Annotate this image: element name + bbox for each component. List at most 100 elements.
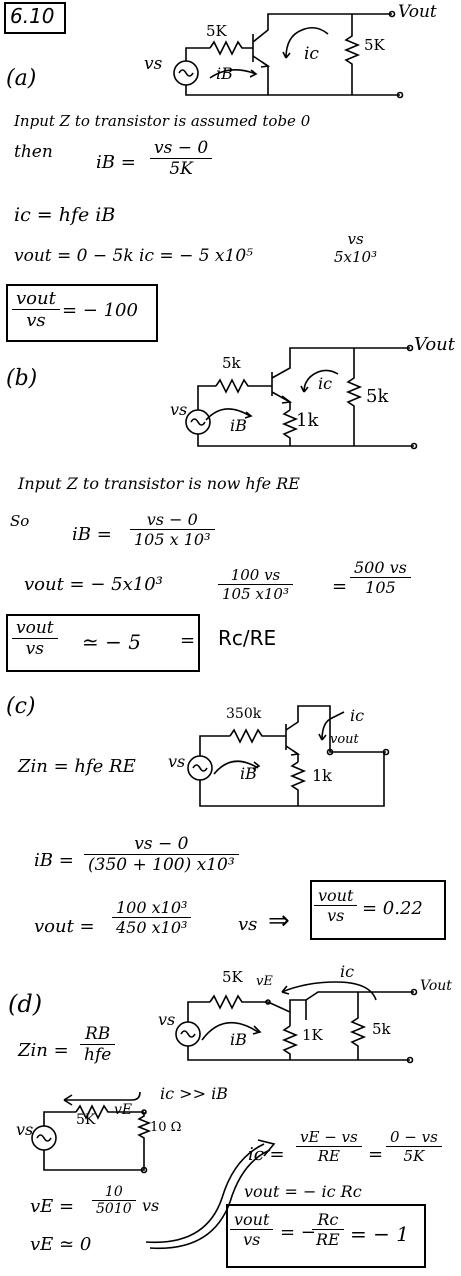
b-vout-fraction: 100 vs 105 x10³ xyxy=(218,566,293,603)
b-result-value: ≃ − 5 xyxy=(82,630,141,654)
part-a-label: (a) xyxy=(6,66,37,91)
d-zin-numerator: RB xyxy=(85,1024,111,1044)
d-small-ic-note: ic >> iB xyxy=(160,1084,228,1103)
d-small-vs-label: vs xyxy=(16,1120,34,1139)
b-result-numerator: vout xyxy=(16,618,54,638)
b-vout-result-denominator: 105 xyxy=(350,577,411,597)
part-b-circuit xyxy=(185,344,418,450)
a-vout-fraction: vs 5x10³ xyxy=(330,230,381,266)
b-vout-equals: = xyxy=(332,576,348,597)
d-ve-approx: vE ≃ 0 xyxy=(30,1234,92,1255)
a-result-numerator: vout xyxy=(16,288,56,309)
a-vout-label: Vout xyxy=(398,2,437,22)
a-vout-equation: vout = 0 − 5k ic = − 5 x10⁵ xyxy=(14,246,253,266)
a-ib-lhs: iB = xyxy=(96,152,136,173)
b-rc-label: 5k xyxy=(366,386,389,407)
b-result-fraction: vout vs xyxy=(12,618,58,659)
c-vout-denominator: 450 x10³ xyxy=(112,917,192,937)
d-result-numerator: vout xyxy=(234,1210,270,1229)
a-ic-equation: ic = hfe iB xyxy=(14,204,116,226)
c-ib-lhs: iB = xyxy=(34,850,74,871)
part-d-label: (d) xyxy=(8,990,43,1018)
c-vout-vs: vs xyxy=(238,914,258,935)
c-rb-label: 350k xyxy=(226,706,262,722)
d-ve-label: vE xyxy=(256,974,273,989)
c-vout-lhs: vout = xyxy=(34,916,95,937)
a-vs-label: vs xyxy=(144,54,163,74)
d-zin-lhs: Zin = xyxy=(18,1040,69,1061)
d-small-r-label: 10 Ω xyxy=(150,1120,182,1135)
d-rb-label: 5K xyxy=(222,968,243,986)
a-result-box xyxy=(6,284,158,342)
c-implies-arrow: ⇒ xyxy=(268,906,290,936)
d-small-rb-label: 5K xyxy=(76,1112,96,1128)
d-ve-lhs: vE = xyxy=(30,1196,75,1217)
b-vout-result-numerator: 500 vs xyxy=(354,558,407,577)
d-ve-denominator: 5010 xyxy=(92,1200,136,1217)
a-result-denominator: vs xyxy=(12,309,60,331)
b-vs-label: vs xyxy=(170,400,188,419)
c-vout-label: vout xyxy=(330,732,359,747)
d-ic-result-fraction: 0 − vs 5K xyxy=(386,1128,442,1165)
d-result-fraction: vout vs xyxy=(230,1210,274,1249)
b-ib-lhs: iB = xyxy=(72,524,112,545)
d-small-circuit xyxy=(31,1091,152,1174)
c-vout-fraction: 100 x10³ 450 x10³ xyxy=(112,898,192,937)
c-vs-label: vs xyxy=(168,752,186,771)
c-result-value: = 0.22 xyxy=(362,898,423,919)
d-ic-denominator: RE xyxy=(296,1146,362,1165)
a-then-text: then xyxy=(14,142,53,162)
b-so-text: So xyxy=(10,512,30,530)
a-result-value: = − 100 xyxy=(62,300,138,321)
c-ic-label: ic xyxy=(350,706,365,725)
b-input-z-text: Input Z to transistor is now hfe RE xyxy=(18,474,300,493)
d-result-value: = − 1 xyxy=(350,1222,409,1246)
a-ib-fraction: vs − 0 5K xyxy=(150,138,213,179)
d-zin-denominator: hfe xyxy=(80,1044,116,1065)
d-ve-numerator: 10 xyxy=(104,1184,123,1200)
b-ib-fraction: vs − 0 105 x 10³ xyxy=(130,510,215,549)
a-result-fraction: vout vs xyxy=(12,288,60,331)
problem-number: 6.10 xyxy=(10,4,55,28)
b-rb-label: 5k xyxy=(222,354,241,372)
d-rc-label: 5k xyxy=(372,1020,391,1038)
c-result-numerator: vout xyxy=(318,886,354,905)
d-ic-fraction: vE − vs RE xyxy=(296,1128,362,1165)
b-result-equals: = xyxy=(180,630,196,651)
d-vs-label: vs xyxy=(158,1010,176,1029)
d-vout-label: Vout xyxy=(420,978,452,994)
c-zin-equation: Zin = hfe RE xyxy=(18,756,136,777)
a-vout-numerator: vs xyxy=(347,230,364,248)
d-ic-lhs: ic = xyxy=(248,1144,285,1165)
d-result-ratio-fraction: Rc RE xyxy=(312,1210,344,1249)
b-result-ratio: Rc/RE xyxy=(218,626,277,650)
d-result-ratio-numerator: Rc xyxy=(317,1210,339,1229)
a-ib-denominator: 5K xyxy=(150,158,213,179)
d-small-ve-label: vE xyxy=(114,1102,133,1118)
a-ib-label: iB xyxy=(216,64,233,83)
c-result-fraction: vout vs xyxy=(314,886,358,925)
a-rb-label: 5K xyxy=(206,22,227,40)
a-vout-denominator: 5x10³ xyxy=(334,248,378,266)
b-vout-numerator: 100 vs xyxy=(230,566,281,584)
b-re-label: 1k xyxy=(296,410,319,431)
part-c-label: (c) xyxy=(6,694,36,719)
c-result-denominator: vs xyxy=(314,905,358,925)
a-rc-label: 5K xyxy=(364,36,385,54)
d-ic-label: ic xyxy=(340,962,355,981)
b-result-box xyxy=(6,614,200,672)
b-vout-label: Vout xyxy=(414,334,456,355)
c-ib-label: iB xyxy=(240,764,257,783)
d-ib-label: iB xyxy=(230,1030,247,1049)
d-ic-result-denominator: 5K xyxy=(386,1146,442,1165)
d-ic-numerator: vE − vs xyxy=(300,1128,358,1146)
b-ib-numerator: vs − 0 xyxy=(146,510,198,529)
d-ic-result-numerator: 0 − vs xyxy=(390,1128,438,1146)
b-ib-denominator: 105 x 10³ xyxy=(130,529,215,549)
a-assumption-text: Input Z to transistor is assumed tobe 0 xyxy=(14,112,311,130)
d-ve-vs: vs xyxy=(142,1196,160,1215)
d-result-denominator: vs xyxy=(230,1229,274,1249)
problem-number-box xyxy=(4,2,66,34)
